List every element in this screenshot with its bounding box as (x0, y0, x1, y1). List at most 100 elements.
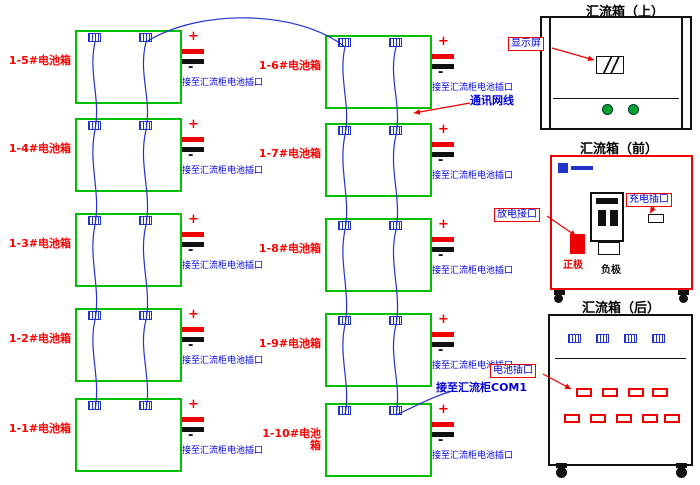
caster-wheel-icon (554, 294, 563, 303)
positive-terminal (432, 422, 454, 427)
brand-logo-icon (558, 163, 568, 173)
indicator-button-icon (602, 104, 613, 115)
battery-body (325, 313, 432, 387)
positive-terminal-label: + (188, 117, 199, 132)
positive-terminal-label: + (188, 29, 199, 44)
network-port-icon (389, 221, 402, 230)
negative-label: 负极 (601, 265, 621, 276)
battery-socket (602, 388, 618, 397)
socket-note: 接至汇流柜电池插口 (432, 83, 514, 93)
battery-box-1-10: 1-10#电池箱 + - 接至汇流柜电池插口 (254, 403, 513, 485)
breaker-top-bar (596, 198, 618, 204)
network-port-icon (88, 311, 101, 320)
battery-box-1-7: 1-7#电池箱 + - 接至汇流柜电池插口 (254, 122, 513, 218)
positive-label: 正极 (563, 260, 583, 271)
battery-socket (590, 414, 606, 423)
battery-label: 1-3#电池箱 (8, 237, 71, 250)
socket-note: 接至汇流柜电池插口 (182, 261, 264, 271)
negative-terminal-label: - (188, 428, 194, 443)
network-port-icon (338, 221, 351, 230)
network-port-icon (568, 334, 581, 343)
network-port-icon (389, 38, 402, 47)
negative-terminal-label: - (438, 153, 444, 168)
battery-socket (628, 388, 644, 397)
positive-terminal (182, 327, 204, 332)
network-port-icon (338, 406, 351, 415)
network-port-icon (338, 316, 351, 325)
positive-terminal-label: + (438, 312, 449, 327)
caster-wheel-icon (679, 294, 688, 303)
charge-plug (648, 214, 664, 223)
discharge-port-label: 放电接口 (494, 208, 540, 222)
battery-box-1-1: 1-1#电池箱 + - 接至汇流柜电池插口 (4, 397, 263, 485)
caster-wheel-icon (556, 467, 567, 478)
combiner-top-view (540, 16, 692, 130)
negative-terminal (432, 342, 454, 347)
socket-note: 接至汇流柜电池插口 (432, 171, 514, 181)
frame-rail (549, 18, 551, 128)
negative-terminal-label: - (438, 248, 444, 263)
caster-wheel-icon (676, 467, 687, 478)
positive-terminal (182, 137, 204, 142)
negative-terminal (432, 152, 454, 157)
positive-terminal-label: + (438, 122, 449, 137)
breaker-rocker (598, 210, 606, 226)
negative-terminal-label: - (438, 65, 444, 80)
positive-terminal-label: + (188, 397, 199, 412)
battery-box-1-8: 1-8#电池箱 + - 接至汇流柜电池插口 (254, 217, 513, 313)
network-port-icon (88, 33, 101, 42)
battery-label: 1-1#电池箱 (8, 422, 71, 435)
negative-terminal (432, 64, 454, 69)
positive-terminal (432, 142, 454, 147)
battery-socket (642, 414, 658, 423)
network-port-icon (88, 121, 101, 130)
negative-terminal-label: - (188, 243, 194, 258)
positive-terminal (182, 232, 204, 237)
display-screen-label: 显示屏 (508, 37, 544, 51)
network-port-icon (88, 216, 101, 225)
battery-body (75, 118, 182, 192)
negative-terminal-label: - (188, 60, 194, 75)
network-port-icon (139, 311, 152, 320)
battery-socket (664, 414, 680, 423)
negative-terminal (432, 247, 454, 252)
battery-body (75, 308, 182, 382)
negative-terminal-label: - (438, 343, 444, 358)
battery-socket (576, 388, 592, 397)
negative-terminal (182, 147, 204, 152)
caster-mount (678, 290, 689, 295)
network-port-icon (338, 126, 351, 135)
network-port-icon (389, 316, 402, 325)
battery-socket (652, 388, 668, 397)
caster-mount (554, 290, 565, 295)
caster-mount (676, 463, 687, 468)
battery-socket (616, 414, 632, 423)
caster-mount (556, 463, 567, 468)
battery-box-1-4: 1-4#电池箱 + - 接至汇流柜电池插口 (4, 117, 263, 213)
network-port-icon (139, 401, 152, 410)
positive-terminal (432, 237, 454, 242)
network-port-icon (139, 33, 152, 42)
panel-title-rear: 汇流箱（后） (582, 301, 661, 316)
battery-body (325, 403, 432, 477)
comm-cable-label: 通讯网线 (470, 94, 514, 107)
positive-terminal-label: + (438, 34, 449, 49)
panel-title-front: 汇流箱（前） (580, 142, 659, 157)
network-port-icon (652, 334, 665, 343)
negative-terminal-block (598, 242, 620, 255)
battery-box-1-3: 1-3#电池箱 + - 接至汇流柜电池插口 (4, 212, 263, 308)
socket-note: 接至汇流柜电池插口 (182, 446, 264, 456)
negative-terminal-label: - (188, 148, 194, 163)
positive-terminal-label: + (188, 212, 199, 227)
battery-label: 1-9#电池箱 (258, 337, 321, 350)
negative-terminal (182, 242, 204, 247)
socket-note: 接至汇流柜电池插口 (182, 166, 264, 176)
battery-label: 1-10#电池箱 (262, 427, 321, 453)
indicator-button-icon (628, 104, 639, 115)
battery-body (75, 213, 182, 287)
socket-note: 接至汇流柜电池插口 (432, 451, 514, 461)
positive-terminal-label: + (438, 217, 449, 232)
battery-port-label: 电池插口 (490, 364, 536, 378)
positive-terminal (432, 332, 454, 337)
